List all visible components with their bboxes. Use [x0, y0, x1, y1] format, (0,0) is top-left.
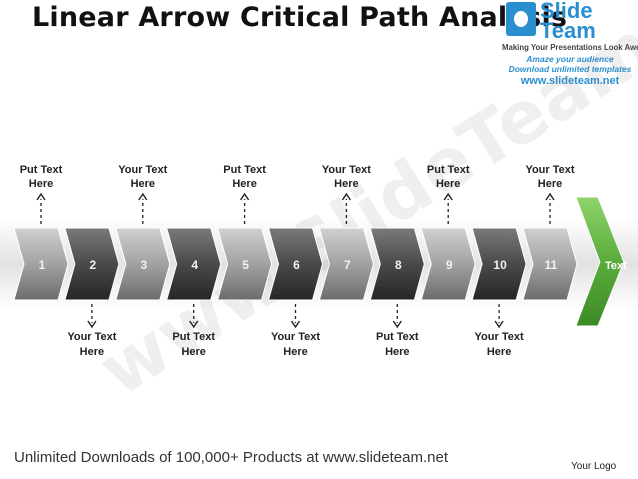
step-number: 2	[90, 258, 97, 272]
final-step-label: Text	[605, 260, 627, 272]
process-step-10: 10	[471, 227, 527, 301]
step-number: 5	[242, 258, 249, 272]
step-chevron	[267, 227, 324, 301]
connector-up	[341, 192, 351, 224]
step-chevron	[13, 227, 69, 301]
callout-line2: Here	[131, 178, 155, 190]
callout-line1: Put Text	[172, 331, 215, 343]
callout-line2: Here	[334, 178, 358, 190]
step-chevron	[216, 227, 273, 301]
brand-logo: Slide Team Making Your Presentations Loo…	[502, 0, 638, 92]
process-step-7: 7	[318, 227, 374, 301]
connector-down	[189, 304, 199, 329]
process-step-6: 6	[267, 227, 324, 301]
callout-line2: Here	[538, 178, 562, 190]
footer-text: Unlimited Downloads of 100,000+ Products…	[14, 449, 448, 466]
final-step: Text	[575, 196, 627, 327]
connector-down	[87, 304, 97, 329]
callout-line1: Put Text	[376, 331, 419, 343]
step-chevron	[522, 227, 578, 301]
callout-line1: Put Text	[20, 164, 63, 176]
brand-tagline: Making Your Presentations Look Awesome	[502, 43, 638, 52]
brand-name-line2: Team	[540, 18, 596, 43]
step-chevron	[471, 227, 527, 301]
step-chevron	[369, 227, 425, 301]
step-number: 7	[344, 258, 351, 272]
step-number: 11	[545, 258, 558, 272]
step-chevron	[115, 227, 171, 301]
step-number: 10	[493, 258, 507, 272]
connector-up	[36, 192, 46, 224]
brand-tagline-3: Download unlimited templates	[508, 64, 632, 74]
connector-up	[240, 192, 250, 224]
step-chevron	[420, 227, 476, 301]
step-number: 9	[446, 258, 453, 272]
process-step-3: 3	[115, 227, 171, 301]
callout-line1: Put Text	[427, 164, 470, 176]
connector-up	[545, 192, 555, 224]
callout-line1: Your Text	[118, 164, 167, 176]
callout-line1: Your Text	[271, 331, 320, 343]
process-step-2: 2	[64, 227, 120, 301]
connector-down	[392, 304, 402, 329]
process-step-4: 4	[166, 227, 222, 301]
step-number: 3	[140, 258, 147, 272]
brand-name-line1: Slide	[540, 0, 593, 23]
watermark-text: www.SlideTeam.net	[84, 0, 638, 412]
step-number: 8	[395, 258, 402, 272]
brand-url: www.slideteam.net	[520, 75, 620, 87]
step-number: 4	[191, 258, 198, 272]
step-chevron	[166, 227, 222, 301]
callout-line2: Here	[181, 346, 205, 358]
logo-placeholder: Your Logo	[571, 461, 617, 472]
step-chevron	[318, 227, 374, 301]
callout-line2: Here	[232, 178, 256, 190]
callout-line1: Your Text	[525, 164, 574, 176]
connector-up	[443, 192, 453, 224]
connector-up	[138, 192, 148, 224]
callout-line2: Here	[29, 178, 53, 190]
process-step-11: 11	[522, 227, 578, 301]
connector-down	[494, 304, 504, 329]
brand-tagline-2: Amaze your audience	[526, 54, 614, 64]
callout-line2: Here	[80, 346, 104, 358]
step-number: 1	[39, 258, 46, 272]
slide-title: Linear Arrow Critical Path Analysis	[32, 2, 568, 33]
callout-line1: Your Text	[475, 331, 524, 343]
slideteam-logo-icon	[506, 2, 536, 36]
callout-line2: Here	[487, 346, 511, 358]
callout-line1: Put Text	[223, 164, 266, 176]
connector-down	[290, 304, 301, 329]
callout-line2: Here	[283, 346, 307, 358]
callout-line2: Here	[385, 346, 409, 358]
process-step-9: 9	[420, 227, 476, 301]
step-chevron	[64, 227, 120, 301]
final-chevron	[575, 196, 625, 327]
callout-line1: Your Text	[67, 331, 116, 343]
process-step-5: 5	[216, 227, 273, 301]
callout-line2: Here	[436, 178, 460, 190]
process-step-1: 1	[13, 227, 69, 301]
callout-line1: Your Text	[322, 164, 371, 176]
process-step-8: 8	[369, 227, 425, 301]
step-number: 6	[293, 258, 300, 272]
